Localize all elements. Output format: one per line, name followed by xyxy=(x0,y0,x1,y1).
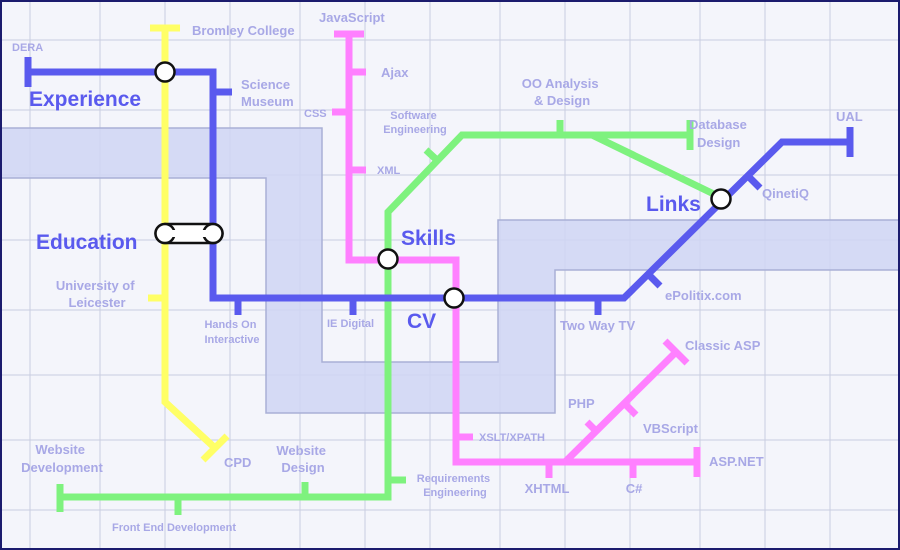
skills-line xyxy=(56,120,724,515)
hub-label-experience[interactable]: Experience xyxy=(29,88,141,111)
station-xslt-xpath[interactable]: XSLT/XPATH xyxy=(479,432,545,444)
zone-band xyxy=(0,127,900,414)
interchange-cv[interactable] xyxy=(443,287,465,309)
station-website-development[interactable]: Website Development xyxy=(21,442,103,475)
station-database-design[interactable]: Database Design xyxy=(689,117,750,150)
station-labels: DERA Bromley College JavaScript Ajax Sci… xyxy=(12,10,863,534)
station-dera[interactable]: DERA xyxy=(12,42,43,54)
hub-labels: Experience Education Skills CV Links xyxy=(29,88,701,333)
station-ual[interactable]: UAL xyxy=(836,109,863,124)
station-hands-on-interactive[interactable]: Hands On Interactive xyxy=(204,319,259,346)
station-software-engineering[interactable]: Software Engineering xyxy=(383,110,447,136)
station-website-design[interactable]: Website Design xyxy=(276,443,329,475)
station-ie-digital[interactable]: IE Digital xyxy=(327,318,374,330)
station-asp-net[interactable]: ASP.NET xyxy=(709,454,764,469)
hub-label-skills[interactable]: Skills xyxy=(401,227,456,250)
station-university-of-leicester[interactable]: University of Leicester xyxy=(56,278,138,310)
experience-line xyxy=(24,57,854,315)
station-ajax[interactable]: Ajax xyxy=(381,65,409,80)
station-xml[interactable]: XML xyxy=(377,165,401,177)
station-qinetiq[interactable]: QinetiQ xyxy=(762,186,809,201)
interchange-education[interactable] xyxy=(154,222,224,245)
station-classic-asp[interactable]: Classic ASP xyxy=(685,338,761,353)
education-line xyxy=(148,24,230,463)
hub-label-education[interactable]: Education xyxy=(36,231,138,254)
interchanges xyxy=(154,61,732,309)
hub-label-cv[interactable]: CV xyxy=(407,310,436,333)
station-science-museum[interactable]: Science Museum xyxy=(241,77,294,109)
station-bromley-college[interactable]: Bromley College xyxy=(192,23,295,38)
station-requirements-engineering[interactable]: Requirements Engineering xyxy=(417,473,493,499)
interchange-links[interactable] xyxy=(710,188,732,210)
station-javascript[interactable]: JavaScript xyxy=(319,10,385,25)
station-csharp[interactable]: C# xyxy=(626,481,643,496)
station-php[interactable]: PHP xyxy=(568,396,595,411)
station-front-end-development[interactable]: Front End Development xyxy=(112,522,236,534)
interchange-skills[interactable] xyxy=(377,248,399,270)
interchange-experience[interactable] xyxy=(154,61,176,83)
station-cpd[interactable]: CPD xyxy=(224,455,251,470)
station-css[interactable]: CSS xyxy=(304,108,327,120)
station-two-way-tv[interactable]: Two Way TV xyxy=(560,318,635,333)
station-xhtml[interactable]: XHTML xyxy=(525,481,570,496)
station-epolitix[interactable]: ePolitix.com xyxy=(665,288,742,303)
station-vbscript[interactable]: VBScript xyxy=(643,421,699,436)
station-oo-analysis[interactable]: OO Analysis & Design xyxy=(522,76,602,108)
hub-label-links[interactable]: Links xyxy=(646,193,701,216)
cv-line xyxy=(332,30,701,478)
